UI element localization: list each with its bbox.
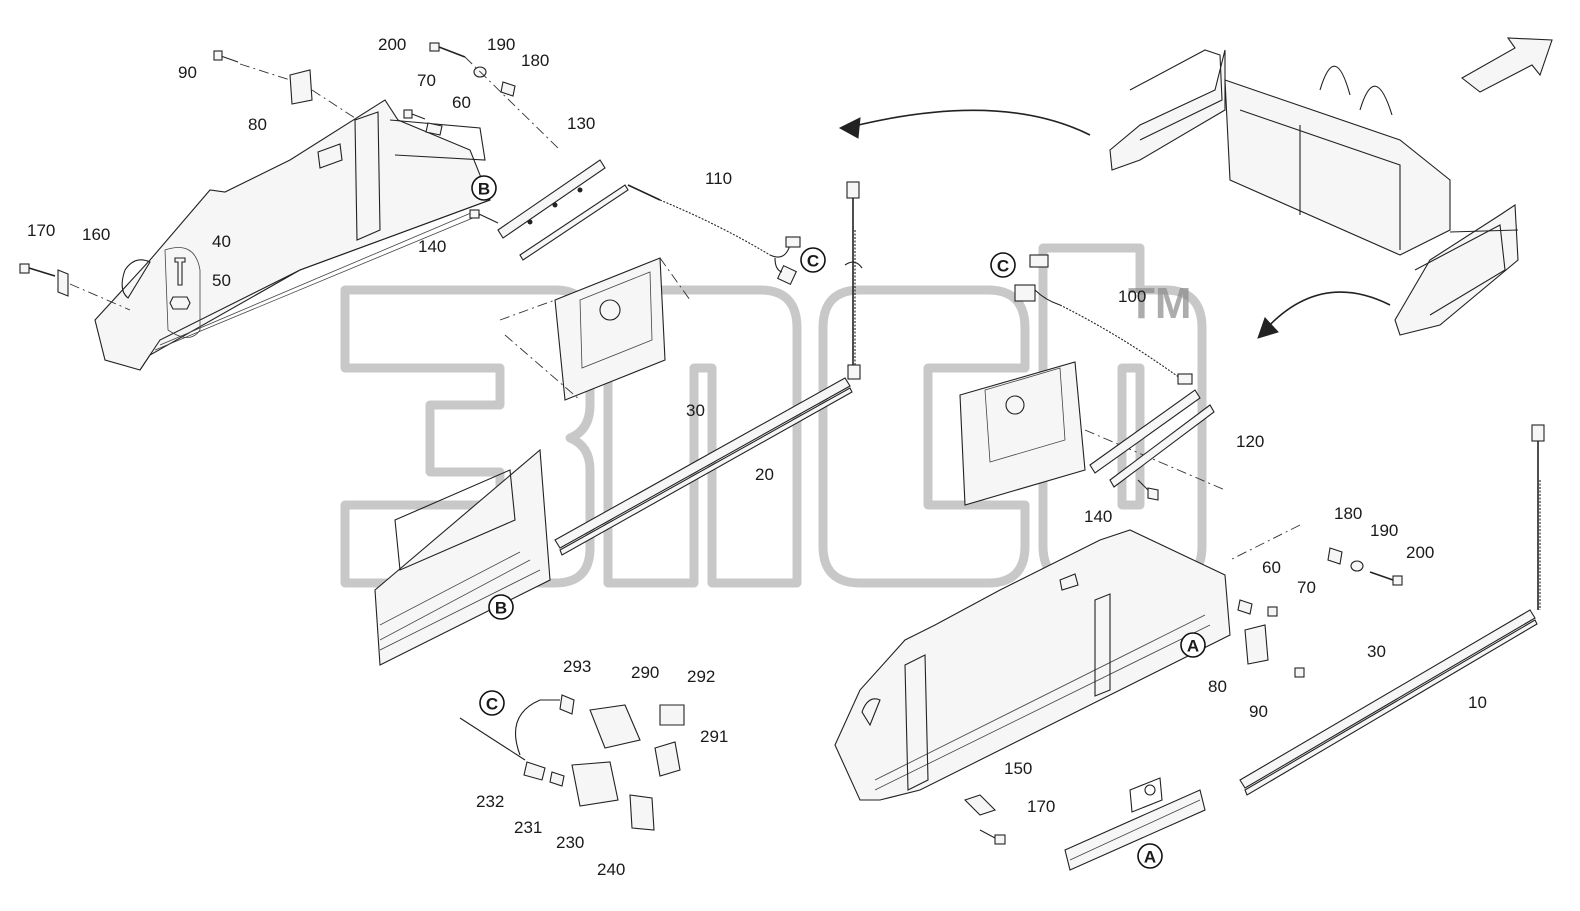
bolt-40-nut-50	[169, 257, 191, 310]
bracket-130	[469, 159, 629, 261]
part-number-110: 110	[705, 169, 732, 188]
part-number-10: 10	[1468, 693, 1487, 712]
part-number-80: 80	[248, 115, 267, 134]
part-number-190: 190	[1370, 521, 1398, 540]
left-lower-frame	[374, 448, 551, 666]
left-upper-frame	[94, 99, 491, 371]
part-labels: 200 190 180 90 80 70 60 130 110 140 170 160 40 50 30 20…	[27, 35, 1487, 879]
machine-overview	[1109, 49, 1519, 336]
curved-arrow-top	[838, 109, 1091, 139]
callout-ring	[800, 247, 826, 273]
part-number-120: 120	[1236, 432, 1264, 451]
callout-markers: B B C C C A A	[471, 175, 1206, 869]
part-number-292: 292	[687, 667, 715, 686]
callout-ring	[1180, 632, 1206, 658]
right-center-plate	[959, 361, 1226, 506]
part-number-231: 231	[514, 818, 542, 837]
part-number-30: 30	[686, 401, 705, 420]
part-number-180: 180	[1334, 504, 1362, 523]
bolt-140-right	[1137, 479, 1159, 501]
callout-b: B	[488, 594, 514, 620]
callout-ring	[471, 175, 497, 201]
part-number-291: 291	[700, 727, 728, 746]
cable-100	[1014, 254, 1193, 385]
detail-a-rail	[1064, 777, 1206, 871]
part-number-290: 290	[631, 663, 659, 682]
part-number-100: 100	[1118, 287, 1146, 306]
part-number-70: 70	[1297, 578, 1316, 597]
callout-a: A	[1137, 843, 1163, 869]
strip-10	[1239, 424, 1545, 796]
part-number-232: 232	[476, 792, 504, 811]
bolt-right-cluster	[1229, 524, 1403, 678]
part-number-80: 80	[1208, 677, 1227, 696]
curved-arrow-right	[1257, 291, 1391, 339]
callout-letter: B	[495, 599, 507, 618]
callout-ring	[1137, 843, 1163, 869]
callout-ring	[479, 690, 505, 716]
callout-ring	[990, 252, 1016, 278]
part-number-140: 140	[418, 237, 446, 256]
part-number-130: 130	[567, 114, 595, 133]
part-number-140: 140	[1084, 507, 1112, 526]
bolt-150-170-lower	[963, 794, 1006, 845]
part-number-30: 30	[1367, 642, 1386, 661]
watermark-tm: TM	[1128, 279, 1192, 328]
part-number-70: 70	[417, 71, 436, 90]
bolt-70-top	[403, 109, 443, 136]
left-center-plate	[499, 257, 691, 401]
part-number-190: 190	[487, 35, 515, 54]
part-number-240: 240	[597, 860, 625, 879]
bolt-200-top	[429, 42, 561, 151]
part-number-160: 160	[82, 225, 110, 244]
part-number-90: 90	[1249, 702, 1268, 721]
bracket-80-top	[289, 69, 356, 119]
callout-letter: C	[486, 695, 498, 714]
bolt-90-top	[213, 50, 291, 81]
callout-letter: B	[478, 180, 490, 199]
strip-20	[554, 181, 863, 556]
cable-110	[627, 184, 801, 286]
callout-b: B	[471, 175, 497, 201]
part-number-200: 200	[1406, 543, 1434, 562]
callout-letter: A	[1187, 637, 1199, 656]
part-number-60: 60	[1262, 558, 1281, 577]
part-number-170: 170	[27, 221, 55, 240]
callout-a: A	[1180, 632, 1206, 658]
callout-c: C	[800, 247, 826, 273]
part-number-90: 90	[178, 63, 197, 82]
part-number-150: 150	[1004, 759, 1032, 778]
right-lower-frame	[834, 529, 1231, 801]
part-number-20: 20	[755, 465, 774, 484]
bracket-120	[1089, 389, 1215, 488]
part-number-40: 40	[212, 232, 231, 251]
part-number-180: 180	[521, 51, 549, 70]
part-number-230: 230	[556, 833, 584, 852]
callout-letter: C	[807, 252, 819, 271]
part-number-60: 60	[452, 93, 471, 112]
part-number-50: 50	[212, 271, 231, 290]
part-number-293: 293	[563, 657, 591, 676]
view-direction-arrow	[1461, 37, 1553, 93]
callout-ring	[488, 594, 514, 620]
part-number-200: 200	[378, 35, 406, 54]
part-number-170: 170	[1027, 797, 1055, 816]
callout-letter: A	[1144, 848, 1156, 867]
callout-c: C	[990, 252, 1016, 278]
connector-detail-c	[459, 694, 685, 831]
callout-c: C	[479, 690, 505, 716]
callout-letter: C	[997, 257, 1009, 276]
bolt-170-left	[19, 263, 131, 311]
